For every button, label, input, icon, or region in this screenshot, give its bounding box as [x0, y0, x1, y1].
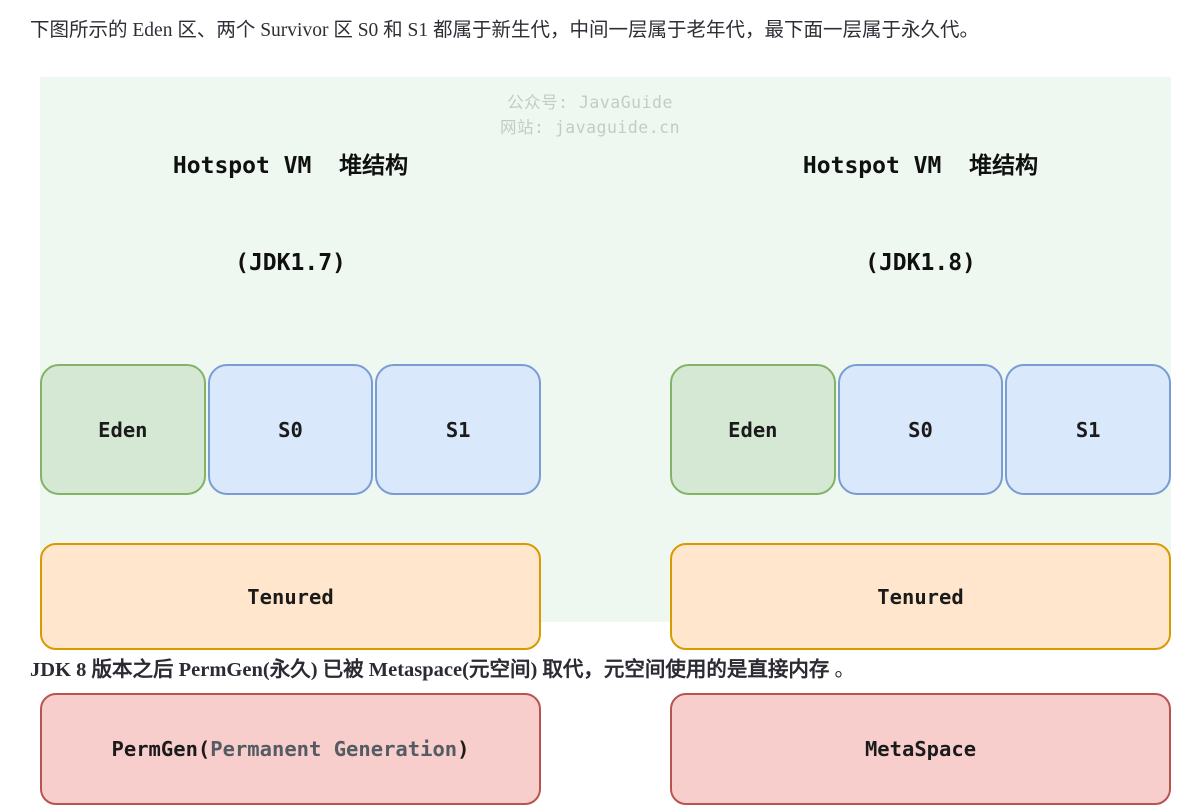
s1-label: S1 — [445, 417, 471, 442]
metaspace-label: MetaSpace — [864, 737, 977, 762]
s1-box: S1 — [375, 364, 542, 496]
tenured-label: Tenured — [877, 584, 964, 609]
footer-bold-text: JDK 8 版本之后 PermGen(永久) 已被 Metaspace(元空间)… — [30, 658, 830, 681]
panel-jdk18-title: Hotspot VM 堆结构 (JDK1.8) — [670, 77, 1171, 344]
panel-jdk18: Hotspot VM 堆结构 (JDK1.8) Eden S0 S1 Tenur… — [670, 77, 1172, 805]
title-line-version: (JDK1.7) — [235, 249, 346, 276]
eden-label: Eden — [98, 417, 148, 442]
s0-box: S0 — [207, 364, 374, 496]
eden-box: Eden — [40, 364, 206, 496]
watermark-line-2: 网站: javaguide.cn — [499, 118, 681, 138]
s1-label: S1 — [1075, 417, 1101, 442]
heap-structure-diagram: 公众号: JavaGuide 网站: javaguide.cn Hotspot … — [40, 76, 1172, 805]
watermark: 公众号: JavaGuide 网站: javaguide.cn — [450, 90, 730, 141]
young-generation-row: Eden S0 S1 — [670, 364, 1172, 496]
permgen-box: PermGen(Permanent Generation) — [40, 693, 541, 805]
permgen-label-close: ) — [457, 737, 470, 762]
intro-paragraph: 下图所示的 Eden 区、两个 Survivor 区 S0 和 S1 都属于新生… — [30, 20, 980, 41]
tenured-box: Tenured — [40, 543, 541, 651]
s0-label: S0 — [278, 417, 303, 442]
s0-label: S0 — [908, 417, 933, 442]
s0-box: S0 — [837, 364, 1004, 496]
panel-jdk17: Hotspot VM 堆结构 (JDK1.7) Eden S0 S1 Tenur… — [40, 77, 542, 805]
eden-label: Eden — [728, 417, 778, 442]
title-line-version: (JDK1.8) — [865, 249, 976, 276]
watermark-line-1: 公众号: JavaGuide — [507, 92, 673, 112]
young-generation-row: Eden S0 S1 — [40, 364, 542, 496]
tenured-label: Tenured — [247, 584, 334, 609]
s1-box: S1 — [1005, 364, 1172, 496]
permgen-label: PermGen( — [111, 737, 211, 762]
footer-suffix: 。 — [829, 658, 856, 681]
title-line-product: Hotspot VM 堆结构 — [172, 153, 409, 180]
tenured-box: Tenured — [670, 543, 1171, 651]
eden-box: Eden — [670, 364, 836, 496]
permgen-sub-label: Permanent Generation — [210, 737, 458, 762]
panel-jdk17-title: Hotspot VM 堆结构 (JDK1.7) — [40, 77, 541, 344]
title-line-product: Hotspot VM 堆结构 — [802, 153, 1039, 180]
metaspace-box: MetaSpace — [670, 693, 1171, 805]
footer-paragraph: JDK 8 版本之后 PermGen(永久) 已被 Metaspace(元空间)… — [30, 652, 1164, 682]
